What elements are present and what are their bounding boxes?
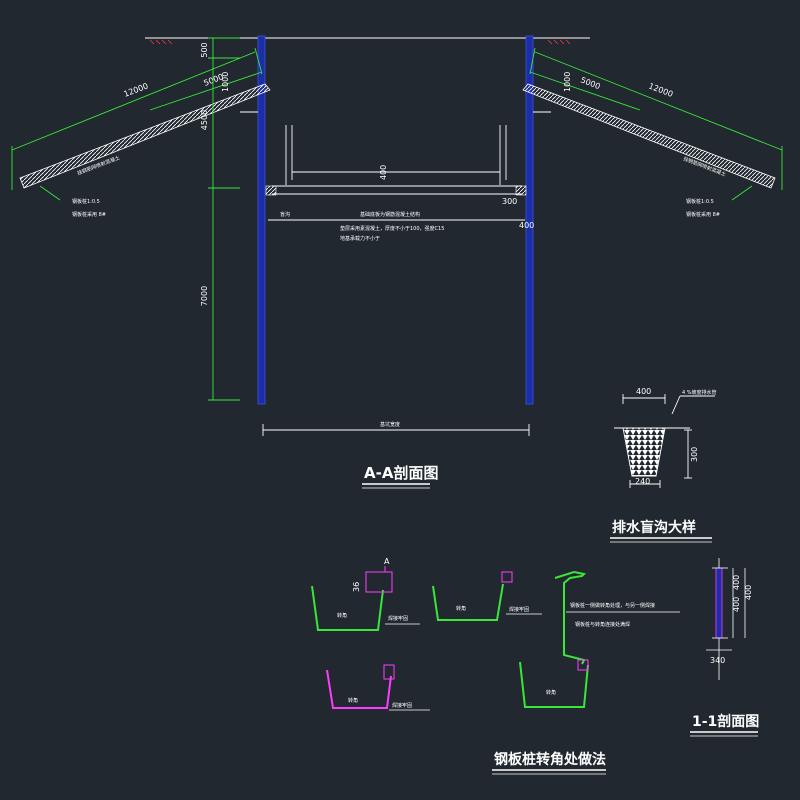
dim-drain-400: 400 <box>636 387 651 396</box>
dim-bottom-width: 基坑宽度 <box>380 421 400 428</box>
corner-label-4: 转角 <box>546 689 556 696</box>
title-s11: 1-1剖面图 <box>692 713 759 730</box>
note-steel-right: 钢板桩1:0.5 <box>686 198 714 205</box>
dim-500: 500 <box>200 42 209 57</box>
dim-400-floor: 400 <box>379 165 388 180</box>
sheet-pile-left <box>257 35 266 405</box>
corner-note-3: 焊接牢固 <box>392 702 412 709</box>
drain-detail: 400 300 240 4 %坡度排水管 排水盲沟大样 <box>610 387 717 543</box>
title-corner: 钢板桩转角处做法 <box>494 751 606 768</box>
corner-note-2: 焊接牢固 <box>509 606 529 613</box>
dim-4500: 4500 <box>200 110 209 130</box>
slope-right <box>522 83 776 189</box>
aa-section: 12000 5000 12000 5000 挂钢筋网喷射混凝土 钢板桩1:0.5… <box>11 35 783 489</box>
dim-36: 36 <box>352 582 361 592</box>
dim-s11-400c: 400 <box>744 585 753 600</box>
dim-drain-300: 300 <box>690 447 699 462</box>
dim-1000-right: 1000 <box>563 72 572 92</box>
drain-trench <box>622 427 666 477</box>
dim-1000-left: 1000 <box>221 72 230 92</box>
dim-7000: 7000 <box>200 286 209 306</box>
dim-s11-400b: 400 <box>732 597 741 612</box>
corner-detail-3 <box>326 669 392 709</box>
dim-300-right: 300 <box>502 197 517 206</box>
note-drain: 4 %坡度排水管 <box>682 389 717 396</box>
corner-note-4a: 钢板桩一侧做转角处理，与另一侧焊接 <box>570 602 655 609</box>
note-steel-left: 钢板桩1:0.5 <box>72 198 100 205</box>
note-floor3: 地基承载力不小于 <box>340 235 380 242</box>
note-floor2: 垫层采用素混凝土，厚度不小于100，强度C15 <box>340 225 444 232</box>
ground-hatch-right <box>547 39 571 45</box>
slope-dim-left <box>11 47 263 201</box>
note-steel-right2: 钢板桩采用 8# <box>686 211 720 218</box>
corner-detail-2 <box>432 583 504 621</box>
slope-dim-right <box>529 47 783 201</box>
corner-2-marker <box>501 571 513 583</box>
slope-left <box>19 83 271 189</box>
bottom-width-dim <box>262 424 530 436</box>
corner-label-3: 转角 <box>348 697 358 704</box>
label-A: A <box>384 557 390 566</box>
corner-note-1: 焊接牢固 <box>388 615 408 622</box>
corner-label-2: 转角 <box>456 605 466 612</box>
note-floor1: 基础底板为钢筋混凝土结构 <box>360 211 420 218</box>
note-steel-left2: 钢板桩采用 8# <box>72 211 106 218</box>
ground-hatch-left <box>149 39 173 45</box>
corner-detail-4-top <box>554 570 587 665</box>
note-drain-label: 盲沟 <box>280 211 290 218</box>
s11-pile <box>715 567 723 639</box>
corner-1-marker <box>365 571 393 593</box>
corner-note-4b: 钢板桩与转角连接处满焊 <box>575 621 630 628</box>
corner-details: A 36 转角 焊接牢固 转角 焊接牢固 转角 焊接牢固 钢板桩一侧做转角处理，… <box>311 557 680 775</box>
sheet-pile-right <box>525 35 534 405</box>
corner-label-1: 转角 <box>337 612 347 619</box>
dim-12000-right: 12000 <box>647 81 674 99</box>
title-drain-detail: 排水盲沟大样 <box>612 519 696 536</box>
dim-5000-right: 5000 <box>579 75 601 91</box>
drain-left <box>265 185 277 196</box>
s11-section: 400 400 400 340 1-1剖面图 <box>690 558 759 737</box>
title-aa-section: A-A剖面图 <box>364 464 438 482</box>
drain-right <box>515 185 527 196</box>
corner-detail-4-bottom <box>519 661 589 708</box>
corner-detail-1 <box>311 585 384 631</box>
dim-drain-240: 240 <box>635 477 650 486</box>
dim-s11-400a: 400 <box>732 575 741 590</box>
vertical-dim-chain <box>208 37 240 401</box>
dim-s11-340: 340 <box>710 656 725 665</box>
dim-400-right: 400 <box>519 221 534 230</box>
inner-structure <box>268 125 525 221</box>
